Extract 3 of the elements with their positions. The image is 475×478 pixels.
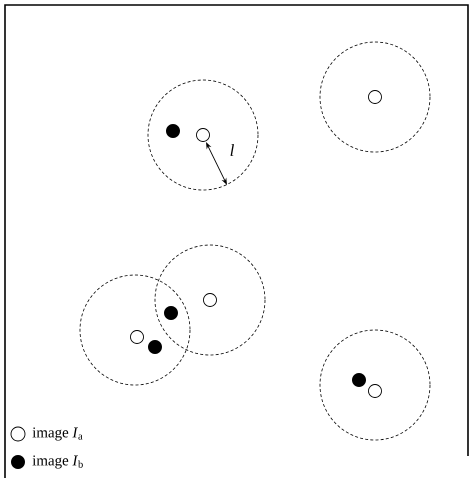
dimension-label: l — [230, 144, 234, 156]
legend-text: image I$_{a}$ — [32, 427, 82, 441]
legend-text: image I$_{b}$ — [32, 455, 83, 469]
